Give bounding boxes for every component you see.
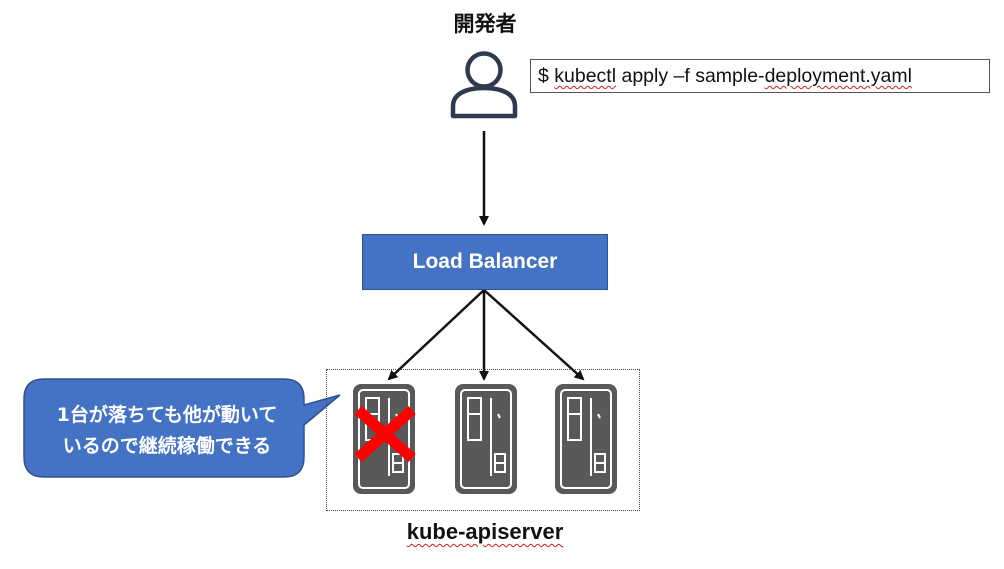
command-box: $ kubectl apply –f sample-deployment.yam…: [530, 59, 990, 93]
callout-line-2: いるので継続稼働できる: [62, 435, 272, 457]
arrow-lb-to-server-1: [387, 289, 485, 381]
callout-text: 1台が落ちても他が動いて いるので継続稼働できる: [24, 400, 310, 462]
command-prefix: $: [538, 65, 555, 87]
server-group-frame: [326, 369, 640, 511]
server-icon: [455, 384, 517, 494]
callout-bubble: [23, 378, 341, 478]
load-balancer-box: Load Balancer: [362, 234, 608, 290]
failure-cross-icon: [354, 405, 416, 463]
command-word-kubectl: kubectl: [554, 65, 617, 87]
callout-line-1: 1台が落ちても他が動いて: [56, 404, 278, 426]
server-icon: [555, 384, 617, 494]
user-icon: [450, 51, 518, 119]
command-word-file: deployment.yaml: [764, 65, 912, 87]
server-group-label: kube-apiserver: [406, 519, 564, 544]
developer-label: 開発者: [453, 12, 517, 36]
command-middle: apply –f sample-: [616, 65, 765, 87]
arrow-lb-to-server-3: [483, 289, 585, 381]
